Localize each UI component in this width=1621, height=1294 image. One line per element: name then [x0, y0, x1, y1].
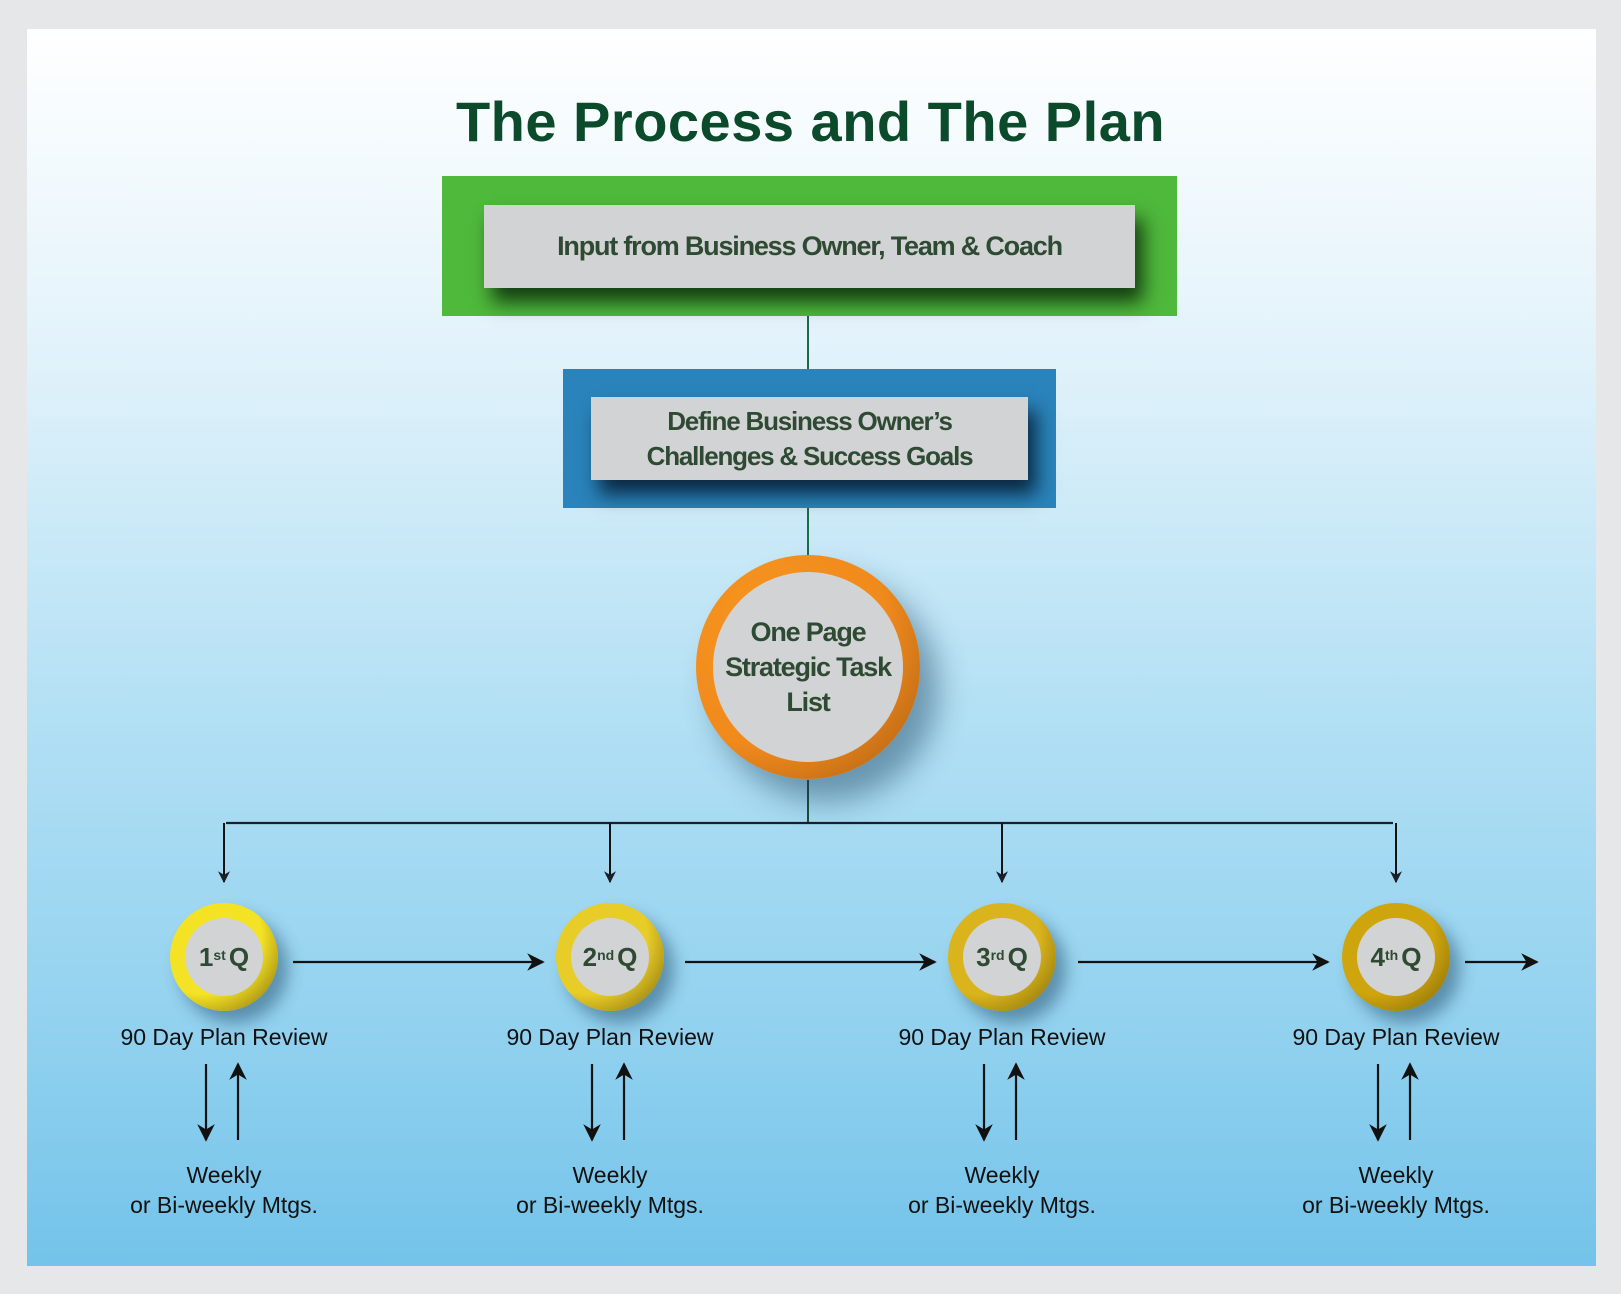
task-list-line-1: One Page [750, 616, 867, 647]
page-title: The Process and The Plan [455, 90, 1166, 153]
quarter-number: 3 [976, 941, 991, 972]
meeting-label-line-2: or Bi-weekly Mtgs. [130, 1192, 318, 1218]
meeting-label-q2: Weekly or Bi-weekly Mtgs. [460, 1160, 760, 1220]
plan-review-label-q2: 90 Day Plan Review [506, 1024, 714, 1050]
meeting-label-line-1: Weekly [186, 1162, 262, 1188]
meeting-label-line-1: Weekly [964, 1162, 1040, 1188]
quarter-number: 1 [198, 941, 214, 972]
input-label: Input from Business Owner, Team & Coach [484, 205, 1135, 288]
input-box: Input from Business Owner, Team & Coach [442, 176, 1177, 316]
quarter-ordinal-suffix: nd [597, 947, 615, 963]
quarter-letter: Q [617, 941, 638, 972]
task-list-line-2: Strategic Task [725, 651, 892, 682]
meeting-label-q1: Weekly or Bi-weekly Mtgs. [74, 1160, 374, 1220]
meeting-label-line-2: or Bi-weekly Mtgs. [516, 1192, 704, 1218]
plan-review-label-q3: 90 Day Plan Review [898, 1024, 1106, 1050]
quarter-ordinal-suffix: st [213, 947, 226, 963]
task-list-circle: One Page Strategic Task List [696, 555, 920, 779]
meeting-label-line-1: Weekly [572, 1162, 648, 1188]
quarter-letter: Q [1401, 941, 1422, 972]
quarter-number: 2 [582, 941, 598, 972]
define-line-1: Define Business Owner’s [667, 405, 953, 436]
meeting-label-line-2: or Bi-weekly Mtgs. [1302, 1192, 1490, 1218]
meeting-label-q3: Weekly or Bi-weekly Mtgs. [852, 1160, 1152, 1220]
define-line-2: Challenges & Success Goals [646, 440, 974, 471]
plan-review-label-q1: 90 Day Plan Review [120, 1024, 328, 1050]
meeting-label-line-1: Weekly [1358, 1162, 1434, 1188]
quarter-number: 4 [1370, 941, 1385, 972]
meeting-label-q4: Weekly or Bi-weekly Mtgs. [1246, 1160, 1546, 1220]
quarter-letter: Q [1007, 941, 1028, 972]
quarter-ordinal-suffix: rd [990, 947, 1005, 963]
define-box: Define Business Owner’s Challenges & Suc… [563, 369, 1056, 508]
plan-review-label-q4: 90 Day Plan Review [1292, 1024, 1500, 1050]
task-list-label: One Page Strategic Task List [713, 572, 903, 762]
define-label: Define Business Owner’s Challenges & Suc… [591, 397, 1028, 480]
task-list-line-3: List [786, 686, 830, 717]
meeting-label-line-2: or Bi-weekly Mtgs. [908, 1192, 1096, 1218]
quarter-ordinal-suffix: th [1385, 947, 1399, 963]
quarter-letter: Q [228, 941, 250, 972]
